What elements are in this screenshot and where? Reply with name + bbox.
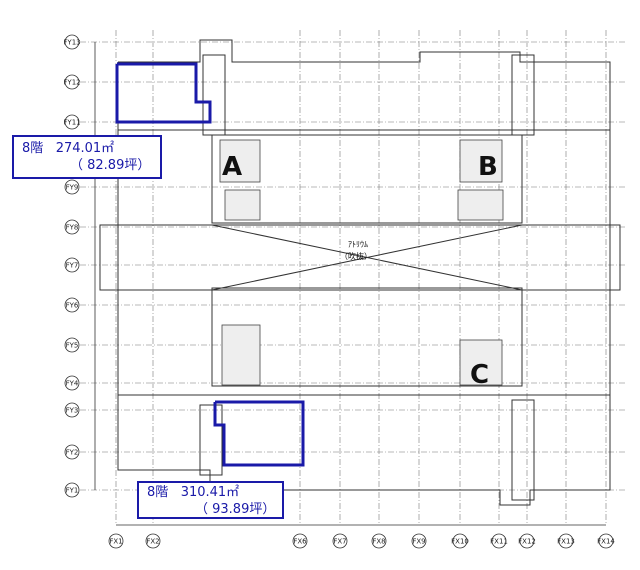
grid-label-x: FX8 (372, 538, 385, 546)
grid-label-y: FY6 (66, 302, 79, 310)
floor-label: 8階 (22, 141, 44, 156)
area-label-north: 8階 274.01㎡ （ 82.89坪） (12, 135, 162, 179)
grid-label-y: FY12 (63, 79, 80, 87)
grid-label-y: FY4 (66, 380, 79, 388)
grid-bubble (64, 74, 80, 90)
grid-label-x: FX2 (146, 538, 159, 546)
grid-label-x: FX9 (412, 538, 425, 546)
grid-bubble (64, 444, 80, 460)
grid-label-y: FY7 (66, 262, 79, 270)
grid-bubble (64, 375, 80, 391)
area-tsubo: （ 93.89坪） (195, 502, 276, 517)
grid-label-x: FX12 (518, 538, 536, 546)
core-c-label: C (470, 360, 489, 390)
area-sqm: 274.01㎡ (55, 141, 115, 156)
highlight-areas (115, 62, 305, 467)
area-tsubo: （ 82.89坪） (70, 158, 151, 173)
floor-label: 8階 (147, 485, 169, 500)
grid-bubble (491, 533, 507, 549)
grid-label-y: FY5 (66, 342, 79, 350)
grid-label-x: FX1 (109, 538, 122, 546)
grid-bubble (64, 34, 80, 50)
grid-bubble (64, 337, 80, 353)
grid-label-x: FX6 (293, 538, 307, 546)
grid-label-y: FY1 (66, 487, 79, 495)
grid-label-y: FY8 (66, 224, 79, 232)
grid-bubble (64, 219, 80, 235)
grid-bubble (558, 533, 574, 549)
core-b-label: B (478, 152, 498, 182)
highlight-area-south (213, 400, 305, 467)
grid-bubble (332, 533, 348, 549)
grid-bubble (598, 533, 614, 549)
grid-bubble (411, 533, 427, 549)
grid-label-x: FX7 (333, 538, 346, 546)
grid-bubble (64, 114, 80, 130)
grid-bubble (108, 533, 124, 549)
grid-label-y: FY9 (66, 184, 79, 192)
building-outline (99, 39, 621, 506)
grid-bubble (145, 533, 161, 549)
grid-label-x: FX10 (451, 538, 469, 546)
cores (219, 139, 504, 386)
grid-bubble (64, 402, 80, 418)
grid-label-y: FY13 (63, 39, 80, 47)
grid-label-y: FY11 (63, 119, 80, 127)
grid-label-y: FY3 (66, 407, 79, 415)
core-a-label: A (222, 152, 242, 182)
grid-bubble (452, 533, 468, 549)
highlight-area-north (115, 62, 212, 124)
grid-label-x: FX14 (597, 538, 615, 546)
grid-label-x: FX11 (490, 538, 508, 546)
grid-bubble (371, 533, 387, 549)
grid-bubble (519, 533, 535, 549)
area-sqm: 310.41㎡ (180, 485, 240, 500)
grid-label-y: FY2 (66, 449, 79, 457)
grid-bubble (64, 297, 80, 313)
grid-bubble (64, 257, 80, 273)
grid-label-x: FX13 (557, 538, 575, 546)
grid-bubble (64, 179, 80, 195)
grid-bubble (64, 482, 80, 498)
atrium-label: ｱﾄﾘｳﾑ (348, 240, 368, 249)
area-label-south: 8階 310.41㎡ （ 93.89坪） (137, 481, 284, 519)
grid-bubble (292, 533, 308, 549)
atrium-sub-label: （吹抜） (340, 251, 372, 261)
